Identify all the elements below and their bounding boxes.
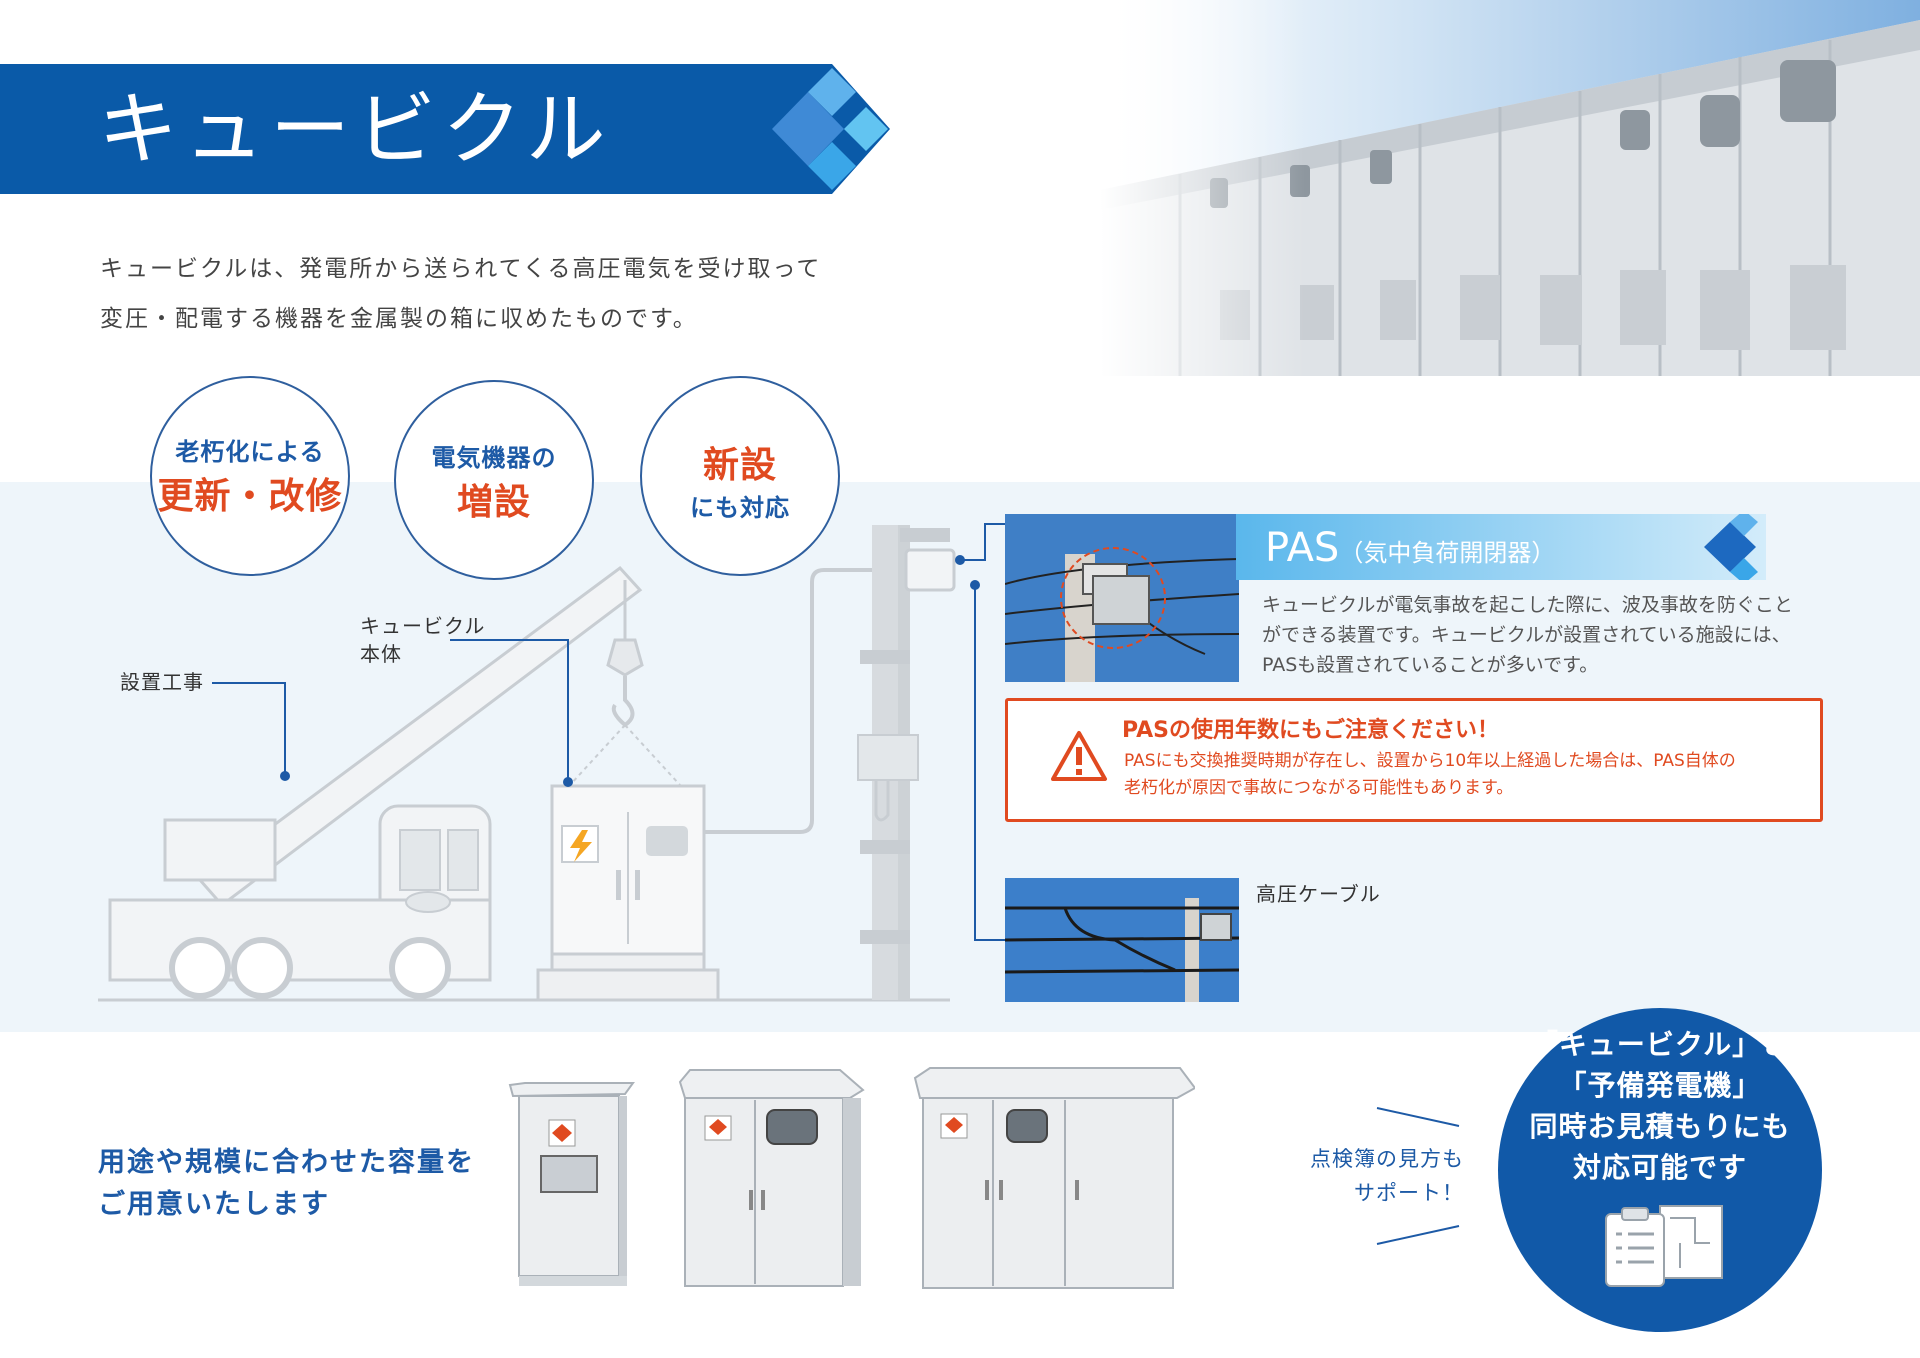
hero-cubicle-photo <box>1100 0 1920 376</box>
warning-title: PASの使用年数にもご注意ください！ <box>1122 718 1499 743</box>
pas-description: キュービクルが電気事故を起こした際に、波及事故を防ぐこと ができる装置です。キュ… <box>1262 590 1822 680</box>
pas-description-line-3: PASも設置されていることが多いです。 <box>1262 654 1599 676</box>
cabinet-large <box>913 1067 1195 1289</box>
intro-text: キュービクルは、発電所から送られてくる高圧電気を受け取って 変圧・配電する機器を… <box>100 244 821 344</box>
capacity-text: 用途や規模に合わせた容量を ご用意いたします <box>98 1142 475 1226</box>
label-high-voltage-cable: 高圧ケーブル <box>1256 882 1381 906</box>
pas-description-line-1: キュービクルが電気事故を起こした際に、波及事故を防ぐこと <box>1262 594 1793 616</box>
pas-description-line-2: ができる装置です。キュービクルが設置されている施設には、 <box>1262 624 1791 646</box>
warning-icon <box>1051 731 1107 781</box>
pas-photo <box>1005 514 1239 682</box>
pas-header-bar <box>1236 514 1766 580</box>
circle-renewal-small: 老朽化による <box>175 438 325 466</box>
circle-new-install-big: 新設 <box>702 445 777 486</box>
intro-line-1: キュービクルは、発電所から送られてくる高圧電気を受け取って <box>100 256 822 282</box>
support-text-line-1: 点検簿の見方も <box>1310 1147 1464 1171</box>
quote-circle-line-1: 「キュービクル」と <box>1529 1028 1791 1061</box>
warning-text-line-2: 老朽化が原因で事故につながる可能性もあります。 <box>1124 778 1514 798</box>
circle-expansion-big: 増設 <box>456 482 531 523</box>
quote-circle-line-4: 対応可能です <box>1572 1151 1747 1184</box>
cabinet-small <box>508 1082 635 1286</box>
circle-renewal: 老朽化による 更新・改修 <box>150 376 350 576</box>
capacity-text-line-1: 用途や規模に合わせた容量を <box>98 1147 475 1178</box>
support-text-line-2: サポート！ <box>1354 1181 1464 1205</box>
cabinet-medium <box>678 1069 865 1287</box>
support-text: 点検簿の見方も サポート！ <box>1302 1142 1464 1210</box>
circle-renewal-big: 更新・改修 <box>157 476 343 517</box>
warning-text-line-1: PASにも交換推奨時期が存在し、設置から10年以上経過した場合は、PAS自体の <box>1124 751 1736 771</box>
capacity-text-line-2: ご用意いたします <box>98 1189 330 1220</box>
circle-expansion: 電気機器の 増設 <box>394 380 594 580</box>
quote-circle-text: 「キュービクル」と 「予備発電機」 同時お見積もりにも 対応可能です <box>1498 1024 1822 1188</box>
label-cubicle-body: キュービクル 本体 <box>360 612 485 668</box>
product-lineup <box>508 1067 1195 1289</box>
circle-new-install-small: にも対応 <box>690 494 790 522</box>
intro-line-2: 変圧・配電する機器を金属製の箱に収めたものです。 <box>100 306 698 332</box>
support-accent-lines <box>1376 1107 1460 1245</box>
circle-expansion-small: 電気機器の <box>431 444 557 472</box>
quote-circle-line-3: 同時お見積もりにも <box>1529 1110 1791 1143</box>
label-cubicle-body-line-2: 本体 <box>360 642 402 666</box>
quote-circle-line-2: 「予備発電機」 <box>1558 1069 1762 1102</box>
clipboard-icon <box>1605 1205 1723 1287</box>
label-cubicle-body-line-1: キュービクル <box>360 614 486 638</box>
circle-new-install: 新設 にも対応 <box>640 376 840 576</box>
page-title: キュービクル <box>98 83 612 176</box>
pas-title: PAS（気中負荷開閉器） <box>1265 524 1555 577</box>
warning-box <box>1005 698 1823 822</box>
warning-text: PASにも交換推奨時期が存在し、設置から10年以上経過した場合は、PAS自体の … <box>1124 748 1814 802</box>
label-installation-work: 設置工事 <box>120 670 204 694</box>
header-banner <box>0 64 890 194</box>
high-voltage-cable-photo <box>1005 878 1239 1002</box>
pas-title-main: PAS <box>1265 525 1340 571</box>
pas-title-sub: （気中負荷開閉器） <box>1339 539 1556 567</box>
